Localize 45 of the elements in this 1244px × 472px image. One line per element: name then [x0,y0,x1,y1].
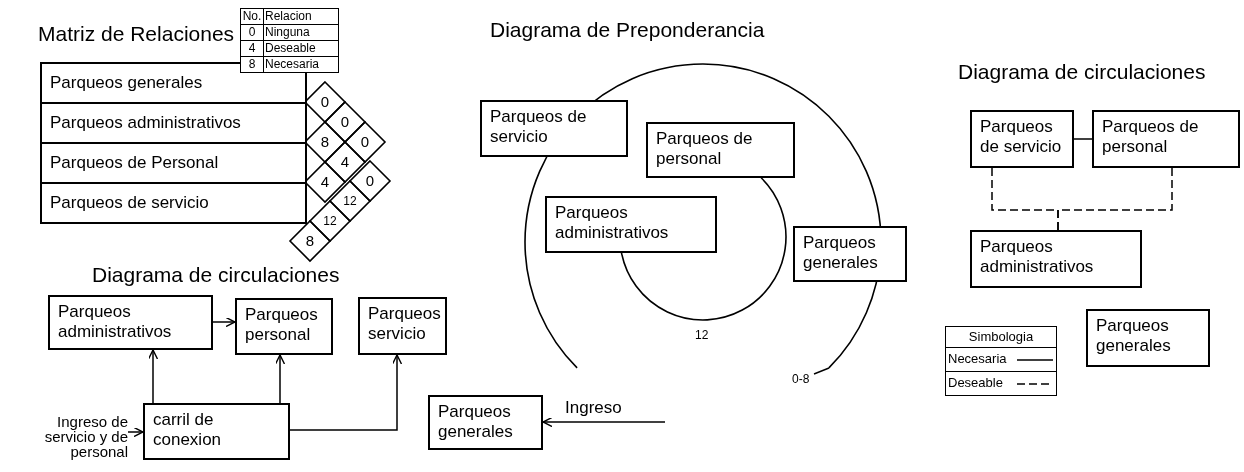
matrix-value: 12 [342,193,358,210]
matrix-row: Parqueos de Personal [40,142,307,184]
heading: Diagrama de circulaciones [958,60,1206,84]
arrow [127,426,144,438]
arrow [212,316,236,328]
matrix-value: 4 [339,153,351,171]
value-label: 12 [695,328,709,342]
parking-box: Parqueos de servicio [970,110,1074,168]
legend-text: Deseable [948,375,1003,391]
matrix-row: Parqueos administrativos [40,102,307,144]
matrix-value: 8 [319,133,331,151]
parking-box: Parqueos generales [793,226,907,282]
matrix-value: 0 [339,113,351,131]
matrix-value: 8 [304,232,316,250]
arrow [147,349,159,404]
parking-box: Parqueos generales [1086,309,1210,367]
matrix-value: 0 [364,172,376,190]
matrix-value: 0 [359,133,371,151]
matrix-value: 4 [319,173,331,191]
legend-text: Necesaria [948,351,1007,367]
text-label: 0-8 [792,372,822,386]
parking-box: Parqueos generales [428,395,543,450]
parking-box: Parqueos administrativos [970,230,1142,288]
matrix-value: 12 [322,213,338,230]
legend-title: Simbologia [945,326,1057,348]
matrix-value: 0 [319,93,331,111]
text-label: Ingreso de servicio y de personal [34,414,128,459]
table-cell: 8 [240,56,264,73]
edge-label: Ingreso [565,398,622,418]
connector-line [1057,167,1173,231]
arrow [274,354,286,404]
parking-box: Parqueos servicio [358,297,447,355]
arrow [542,416,666,428]
parking-box: Parqueos administrativos [48,295,213,350]
heading: Matriz de Relaciones [38,22,235,46]
parking-box: Parqueos de personal [1092,110,1240,168]
parking-box: carril de conexion [143,403,290,460]
matrix-row: Parqueos de servicio [40,182,307,224]
heading: Diagrama de circulaciones [92,263,340,287]
parking-box: Parqueos de servicio [480,100,628,157]
leader-line [813,367,830,375]
table-cell: Necesaria [263,56,339,73]
parking-box: Parqueos personal [235,298,333,355]
arrow [289,354,403,431]
heading: Diagrama de Preponderancia [490,18,765,42]
